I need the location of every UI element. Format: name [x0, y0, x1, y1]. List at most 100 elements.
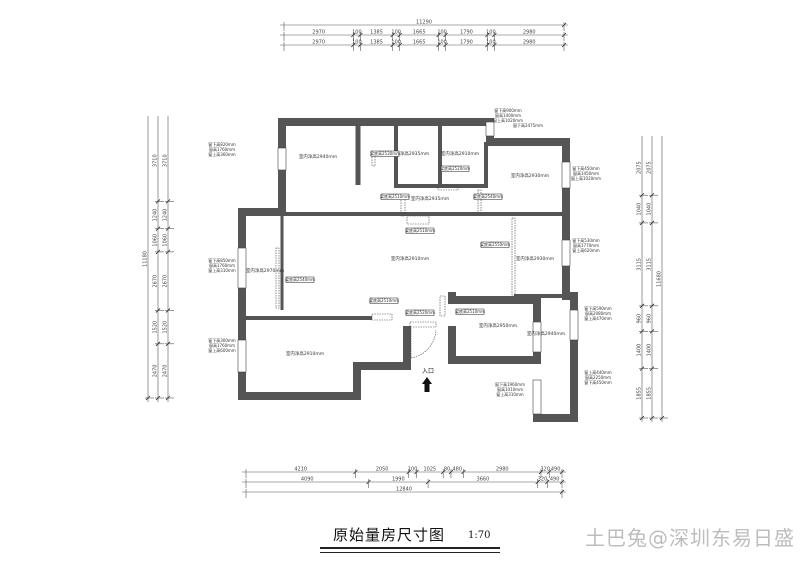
room-height-label: 室内净高2935mm	[391, 150, 429, 157]
left-segments2-dim-label: 1520	[163, 321, 169, 334]
top-row1-dim-label: 1790	[460, 30, 473, 36]
bottom-row1-dim-label: 320	[540, 467, 550, 473]
right-segments-dim-label: 2075	[647, 161, 653, 174]
left-segments2-dim-label: 1060	[162, 234, 168, 247]
title-underline-thin	[320, 552, 500, 553]
top-row2-dim-label: 100	[437, 40, 447, 46]
left-segments2-dim-label: 3710	[163, 154, 169, 167]
beam-note-box	[480, 241, 510, 248]
windows	[237, 121, 579, 415]
window-note: 窗上高1020mm	[493, 117, 523, 123]
window	[532, 379, 542, 415]
wall-interior-3	[440, 142, 488, 188]
top-total-dim-label: 11290	[416, 20, 432, 26]
right-segments-dim-label: 1855	[647, 387, 653, 400]
beam-note-box	[285, 276, 315, 283]
window-note: 窗下高900mm	[494, 107, 522, 113]
beam-note: 梁底高2550mm	[480, 241, 510, 247]
window-note: 窗高1760mm	[209, 262, 235, 268]
bottom-total-dim-label: 12840	[396, 487, 412, 493]
beam-note-box	[405, 227, 435, 234]
room-height-label: 室内净高2910mm	[391, 255, 429, 262]
window	[237, 339, 247, 373]
right-segments-dim-label: 3115	[647, 258, 653, 271]
top-row2-dim-label: 1665	[413, 40, 426, 46]
bottom-row1-dim-label: 490	[551, 467, 561, 473]
right-segments2-dim-label: 960	[637, 314, 643, 324]
left-total-dim-label: 11180	[143, 251, 149, 267]
window-note: 窗高1770mm	[573, 242, 599, 248]
entrance-arrow-icon	[422, 377, 432, 392]
window-note: 窗下高300mm	[208, 337, 236, 343]
window	[237, 247, 247, 289]
bottom-row1-dim-label: 2980	[496, 467, 509, 473]
window-note: 窗上高310mm	[208, 267, 236, 273]
window-note: 窗高1010mm	[497, 386, 523, 392]
top-row1-dim-label: 1665	[413, 30, 426, 36]
beam-note-box	[380, 193, 410, 200]
beam-note: 梁底高2540mm	[285, 276, 315, 282]
window-note: 窗上高360mm	[208, 151, 236, 157]
top-row1-dim-label: 100	[437, 30, 447, 36]
right-total-dim-label: 11680	[657, 271, 663, 287]
right-segments2-dim-label: 1400	[637, 344, 643, 357]
beam-note: 梁底高2530mm	[370, 150, 400, 156]
window-note: 窗高2080mm	[585, 310, 611, 316]
room-height-label: 室内净高2950mm	[479, 322, 517, 329]
window-note: 窗下高590mm	[584, 305, 612, 311]
room-height-label: 室内净高2930mm	[516, 255, 554, 262]
bottom-row1-dim-label: 80	[444, 467, 450, 473]
left-segments-dim-label: 1520	[153, 321, 159, 334]
top-row2-dim-label: 2970	[312, 40, 325, 46]
beam-note-box	[440, 165, 470, 172]
window-note: 窗上高310mm	[496, 391, 524, 397]
top-row1-dim-label: 100	[486, 30, 496, 36]
watermark: 土巴兔@深圳东易日盛	[585, 526, 795, 550]
beam-note-box	[455, 308, 485, 315]
window-note: 窗上高620mm	[572, 247, 600, 253]
beam-note-box	[370, 150, 400, 157]
window-note: 窗上高470mm	[584, 315, 612, 321]
top-row2-dim-label: 2980	[523, 40, 536, 46]
top-row1-dim-label: 2980	[523, 30, 536, 36]
door-note: 窗下高2475mm	[513, 122, 543, 128]
wall-upper-outline	[278, 118, 578, 422]
beam-note: 梁底高2510mm	[380, 193, 410, 199]
right-segments-dim-label: 1040	[647, 203, 653, 216]
walls	[238, 118, 578, 422]
window	[569, 309, 579, 341]
beam-note: 梁底高2510mm	[455, 308, 485, 314]
top-row2-dim-label: 100	[391, 40, 401, 46]
window	[561, 161, 571, 189]
bottom-row2-dim-label: 3660	[477, 477, 490, 483]
window-note: 窗上高1020mm	[571, 175, 601, 181]
window	[561, 239, 571, 267]
bottom-row2-dim-label: 4090	[301, 477, 314, 483]
beam-note: 梁底高2540mm	[473, 193, 503, 199]
beam-note-box	[405, 309, 435, 316]
bottom-row2-dim-label: 320	[538, 477, 548, 483]
window-note: 窗高1450mm	[573, 170, 599, 176]
top-row1-dim-label: 2970	[312, 30, 325, 36]
right-segments-dim-label: 960	[647, 314, 653, 324]
left-segments-dim-label: 3710	[153, 154, 159, 167]
room-height-label: 室内净高2910mm	[441, 150, 479, 157]
door-openings	[275, 151, 516, 359]
window-note: 窗高2250mm	[585, 374, 611, 380]
right-segments2-dim-label: 3115	[637, 258, 643, 271]
bottom-row2-dim-label: 490	[550, 477, 560, 483]
beam-note: 梁底高2520mm	[440, 165, 470, 171]
top-row1-dim-label: 100	[391, 30, 401, 36]
top-row2-dim-label: 1790	[460, 40, 473, 46]
drawing-title: 原始量房尺寸图	[333, 526, 446, 544]
left-segments2-dim-label: 2470	[163, 365, 169, 378]
beam-note: 梁底高2510mm	[369, 297, 399, 303]
window-note: 窗高1760mm	[209, 342, 235, 348]
entrance-label: 入口	[422, 368, 434, 375]
wall-left-outline	[238, 208, 411, 400]
window-note: 窗下高820mm	[208, 141, 236, 147]
left-segments2-dim-label: 2670	[163, 275, 169, 288]
